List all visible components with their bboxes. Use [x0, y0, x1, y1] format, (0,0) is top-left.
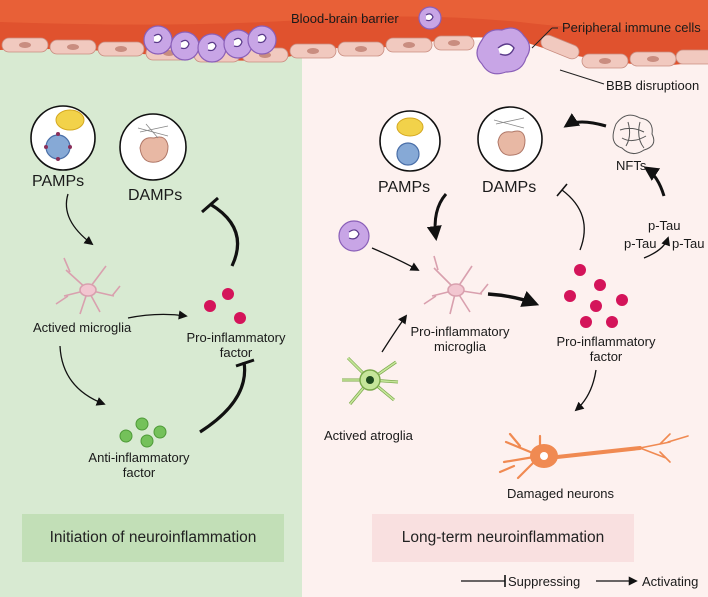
left-pro-line2: factor	[219, 345, 253, 360]
bbb-disruption-label: BBB disruptioon	[606, 78, 700, 93]
left-arrows	[59, 193, 188, 406]
left-damps-label: DAMPs	[128, 187, 183, 204]
right-pro-factor-label: Pro-inflammatory factor	[546, 334, 666, 364]
neurons-label: Damaged neurons	[507, 486, 614, 501]
right-pamps-icon	[379, 110, 441, 172]
left-pro-factor-label: Pro-inflammatory factor	[176, 330, 296, 360]
ptau-label-2: p-Tau	[624, 236, 657, 251]
neuron-icon	[498, 432, 689, 480]
right-damps-icon	[477, 106, 543, 172]
peripheral-immune-cell	[476, 27, 531, 75]
right-pamps-label: PAMPs	[378, 179, 431, 196]
legend-activating-label: Activating	[642, 574, 699, 589]
right-microglia-label: Pro-inflammatory microglia	[402, 324, 518, 354]
legend-suppressing-label: Suppressing	[508, 574, 581, 589]
left-pamps-label: PAMPs	[32, 173, 85, 190]
left-anti-factor-label: Anti-inflammatory factor	[72, 450, 206, 480]
ptau-label-1: p-Tau	[648, 218, 681, 233]
right-microglia-line2: microglia	[433, 339, 486, 354]
right-suppress-damps	[561, 189, 585, 251]
right-title: Long-term neuroinflammation	[401, 529, 605, 546]
left-microglia-label: Actived microglia	[33, 320, 132, 335]
right-microglia-line1: Pro-inflammatory	[410, 324, 510, 339]
astroglia-icon	[342, 356, 399, 405]
left-pro-line1: Pro-inflammatory	[186, 330, 286, 345]
left-damps-icon	[119, 113, 187, 181]
right-pro-line2: factor	[589, 349, 623, 364]
right-title-box: Long-term neuroinflammation	[372, 514, 634, 562]
right-pro-factor-dots	[564, 264, 628, 328]
bbb-label: Blood-brain barrier	[291, 11, 399, 26]
left-title: Initiation of neuroinflammation	[49, 529, 257, 546]
nfts-icon	[612, 114, 655, 154]
right-damps-label: DAMPs	[482, 179, 537, 196]
left-suppress-damps	[209, 202, 240, 267]
left-microglia-icon	[55, 257, 121, 315]
astroglia-label: Actived atroglia	[324, 428, 413, 443]
left-anti-line1: Anti-inflammatory	[88, 450, 190, 465]
ptau-label-3: p-Tau	[672, 236, 705, 251]
right-arrows	[371, 113, 671, 412]
peripheral-immune-label: Peripheral immune cells	[562, 20, 701, 35]
left-anti-factor-dots	[119, 417, 167, 448]
left-pamps-icon	[30, 105, 96, 171]
right-immune-cell	[338, 220, 370, 252]
left-title-box: Initiation of neuroinflammation	[22, 514, 284, 562]
left-pro-factor-dots	[204, 288, 246, 324]
right-microglia-icon	[423, 255, 489, 315]
left-suppress-pro	[199, 361, 247, 434]
left-anti-line2: factor	[122, 465, 156, 480]
nfts-label: NFTs	[616, 158, 647, 173]
right-pro-line1: Pro-inflammatory	[556, 334, 656, 349]
